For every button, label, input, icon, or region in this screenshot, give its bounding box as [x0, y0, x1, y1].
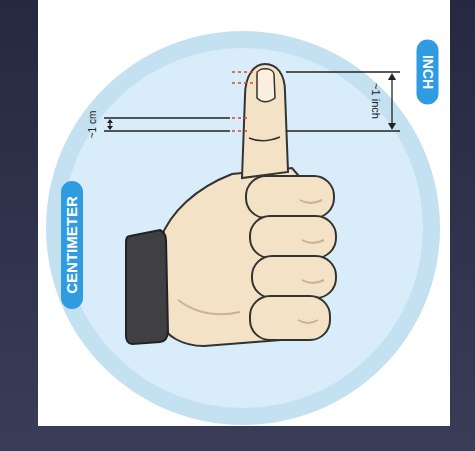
dimension-arrowheads [107, 73, 396, 130]
outer-circle [46, 31, 440, 425]
guide-lines [232, 72, 258, 131]
inner-circle [63, 48, 423, 408]
finger [250, 296, 330, 340]
unit-name: CENTIMETER [61, 196, 83, 294]
white-panel [38, 0, 450, 426]
dimension-label: ~1 cm [87, 110, 98, 138]
dimension-label: ~1 inch [370, 83, 382, 119]
unit-pill: CENTIMETER [61, 181, 83, 309]
sleeve-cuff [126, 230, 168, 344]
hand-crease [178, 300, 240, 314]
finger [250, 216, 336, 258]
finger [252, 256, 336, 298]
dimension-lines [104, 72, 400, 131]
knuckle-lines [298, 200, 324, 323]
unit-name: INCH [416, 55, 438, 89]
finger [246, 176, 334, 218]
thumb [242, 64, 288, 178]
thumb-crease [249, 137, 280, 141]
thumbnail [257, 69, 275, 102]
unit-pill: INCH [416, 40, 438, 105]
